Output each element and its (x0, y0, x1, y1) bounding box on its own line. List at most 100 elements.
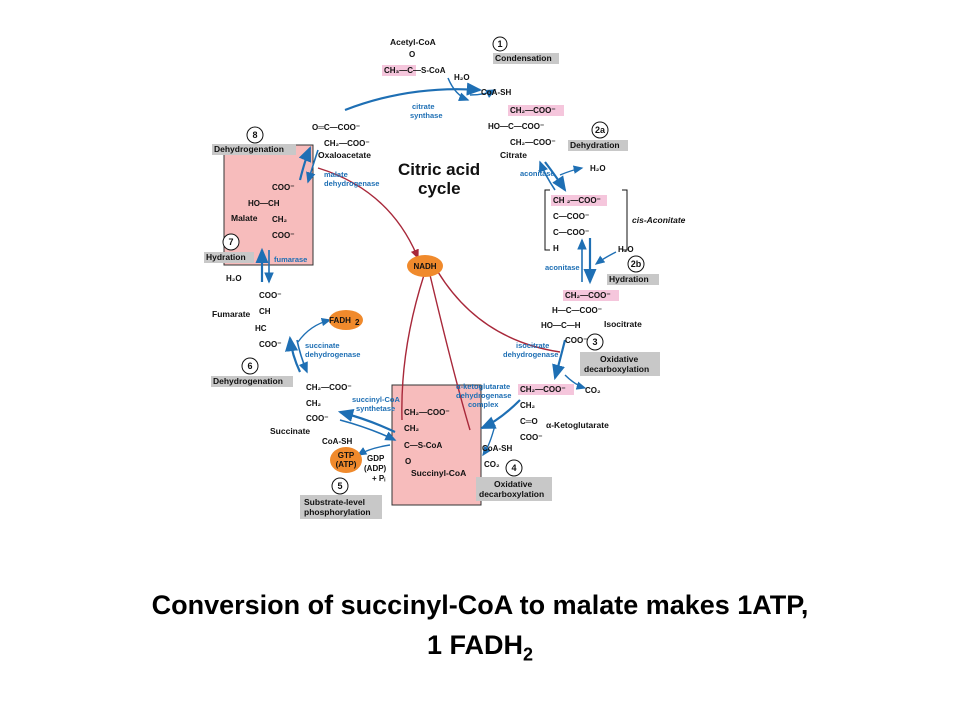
scoa-f3: C—S-CoA (404, 441, 442, 450)
citrate-synthase-l2: synthase (410, 111, 443, 120)
scoa-f2: CH₂ (404, 424, 420, 433)
step-6-num: 6 (247, 361, 252, 371)
step-8-name: Dehydrogenation (214, 144, 284, 154)
arrow-acetyl-in (447, 77, 470, 101)
arrow-co2-out-4 (482, 424, 496, 457)
malate-dh-l2: dehydrogenase (324, 179, 379, 188)
arrow-co2-out-3 (564, 374, 587, 390)
malate-f4: COO⁻ (272, 231, 294, 240)
aconitate-bracket-right (622, 189, 628, 251)
arrow-succinylcoa-to-succinate (337, 409, 396, 433)
step-5-name-l2: phosphorylation (304, 507, 371, 517)
step-2b-num: 2b (631, 259, 642, 269)
cycle-title-line1: Citric acid (398, 160, 480, 179)
co2-3: CO₂ (585, 386, 601, 395)
isocitrate-f3: HO—C—H (541, 321, 581, 330)
step-2a-name: Dehydration (570, 140, 620, 150)
step-8-box (212, 144, 296, 155)
step-2a-circle (591, 121, 609, 139)
malate-name: Malate (231, 213, 258, 223)
arrow-aconitate-back (538, 160, 556, 191)
citrate-highlight (508, 105, 564, 116)
caption-line1: Conversion of succinyl-CoA to malate mak… (151, 590, 809, 620)
scoa-f4: O (405, 457, 411, 466)
co2-4: CO₂ (484, 460, 500, 469)
step-1-circle (492, 36, 508, 52)
caption-line2-sub: 2 (523, 644, 534, 665)
isocitrate-dh-l1: isocitrate (516, 341, 549, 350)
step-3-box (580, 352, 660, 376)
arrow-fumarate-back (296, 339, 308, 374)
oaa-name: Oxaloacetate (318, 150, 371, 160)
h2o-2a: H₂O (590, 164, 606, 173)
succinate-dh-l1: succinate (305, 341, 340, 350)
h2o-2b: H₂O (618, 245, 634, 254)
caption-line2: 1 FADH2 (0, 625, 960, 674)
aconitate-f1: CH ₂—COO⁻ (553, 196, 601, 205)
scoa-synth-l1: succinyl-CoA (352, 395, 401, 404)
citrate-coash: CoA-SH (481, 88, 511, 97)
step-7-name: Hydration (206, 252, 246, 262)
step-5-box (300, 495, 382, 519)
step-2a-box (568, 140, 628, 151)
step-4-box (476, 477, 552, 501)
step-4-name-l2: decarboxylation (479, 489, 544, 499)
cycle-title-line2: cycle (418, 179, 461, 198)
step-5-circle (331, 477, 349, 495)
step-8-num: 8 (252, 130, 257, 140)
fumarase-label: fumarase (274, 255, 307, 264)
fumarate-f2: CH (259, 307, 271, 316)
akg-f2: CH₂ (520, 401, 536, 410)
step-2a-num: 2a (595, 125, 606, 135)
fadh2-sub: 2 (355, 318, 360, 327)
isocitrate-dh-l2: dehydrogenase (503, 350, 558, 359)
isocitrate-name: Isocitrate (604, 319, 642, 329)
fadh2-label: FADH (329, 316, 351, 325)
step-1-name: Condensation (495, 53, 552, 63)
nadh-arrow-succinylcoa (401, 265, 431, 421)
coash-5: CoA-SH (322, 437, 352, 446)
arrow-coash-out (469, 89, 497, 99)
caption-line2-main: 1 FADH (426, 630, 523, 660)
acetyl-formula: CH₃—C—S-CoA (384, 66, 446, 75)
step-7-num: 7 (228, 237, 233, 247)
arrow-succinate-to-fumarate (284, 335, 301, 373)
aconitase-2: aconitase (545, 263, 580, 272)
fadh2-oval (329, 310, 363, 330)
succinate-dh-l2: dehydrogenase (305, 350, 360, 359)
arrow-fadh2-out (297, 317, 332, 343)
arrow-akg-to-succinylcoa (479, 399, 521, 430)
isocitrate-f2: H—C—COO⁻ (552, 306, 602, 315)
arrow-malate-to-oaa (298, 145, 312, 181)
oaa-f2: CH₂—COO⁻ (324, 139, 370, 148)
coash-4: CoA-SH (482, 444, 512, 453)
succinate-f2: CH₂ (306, 399, 322, 408)
akg-f1: CH₂—COO⁻ (520, 385, 566, 394)
pi-label: + Pᵢ (372, 474, 385, 483)
fumarate-f4: COO⁻ (259, 340, 281, 349)
acetyl-highlight (382, 65, 416, 76)
akg-dh-l2: dehydrogenase (456, 391, 511, 400)
aconitate-name: cis-Aconitate (632, 215, 686, 225)
acetyl-h2o: H₂O (454, 73, 470, 82)
citric-acid-cycle-diagram: Citric acid cycle NADH FADH 2 GTP (ATP) … (204, 36, 686, 519)
adp-label: (ADP) (364, 464, 387, 473)
step-4-name-l1: Oxidative (494, 479, 533, 489)
aconitate-f2: C—COO⁻ (553, 212, 589, 221)
isocitrate-f1: CH₂—COO⁻ (565, 291, 611, 300)
step-8-circle (246, 126, 264, 144)
gtp-label: GTP (338, 451, 355, 460)
nadh-label: NADH (413, 262, 436, 271)
akg-name: α-Ketoglutarate (546, 420, 609, 430)
malate-f2: HO—CH (248, 199, 280, 208)
citrate-synthase-l1: citrate (412, 102, 435, 111)
aconitate-highlight (551, 195, 607, 206)
step-2b-box (607, 274, 659, 285)
acetyl-o: O (409, 50, 415, 59)
slide-caption: Conversion of succinyl-CoA to malate mak… (0, 585, 960, 674)
step-5-name-l1: Substrate-level (304, 497, 365, 507)
step-6-circle (241, 357, 259, 375)
scoa-synth-l2: synthetase (356, 404, 395, 413)
isocitrate-highlight (563, 290, 619, 301)
arrow-h2o-out-2a (559, 165, 584, 176)
